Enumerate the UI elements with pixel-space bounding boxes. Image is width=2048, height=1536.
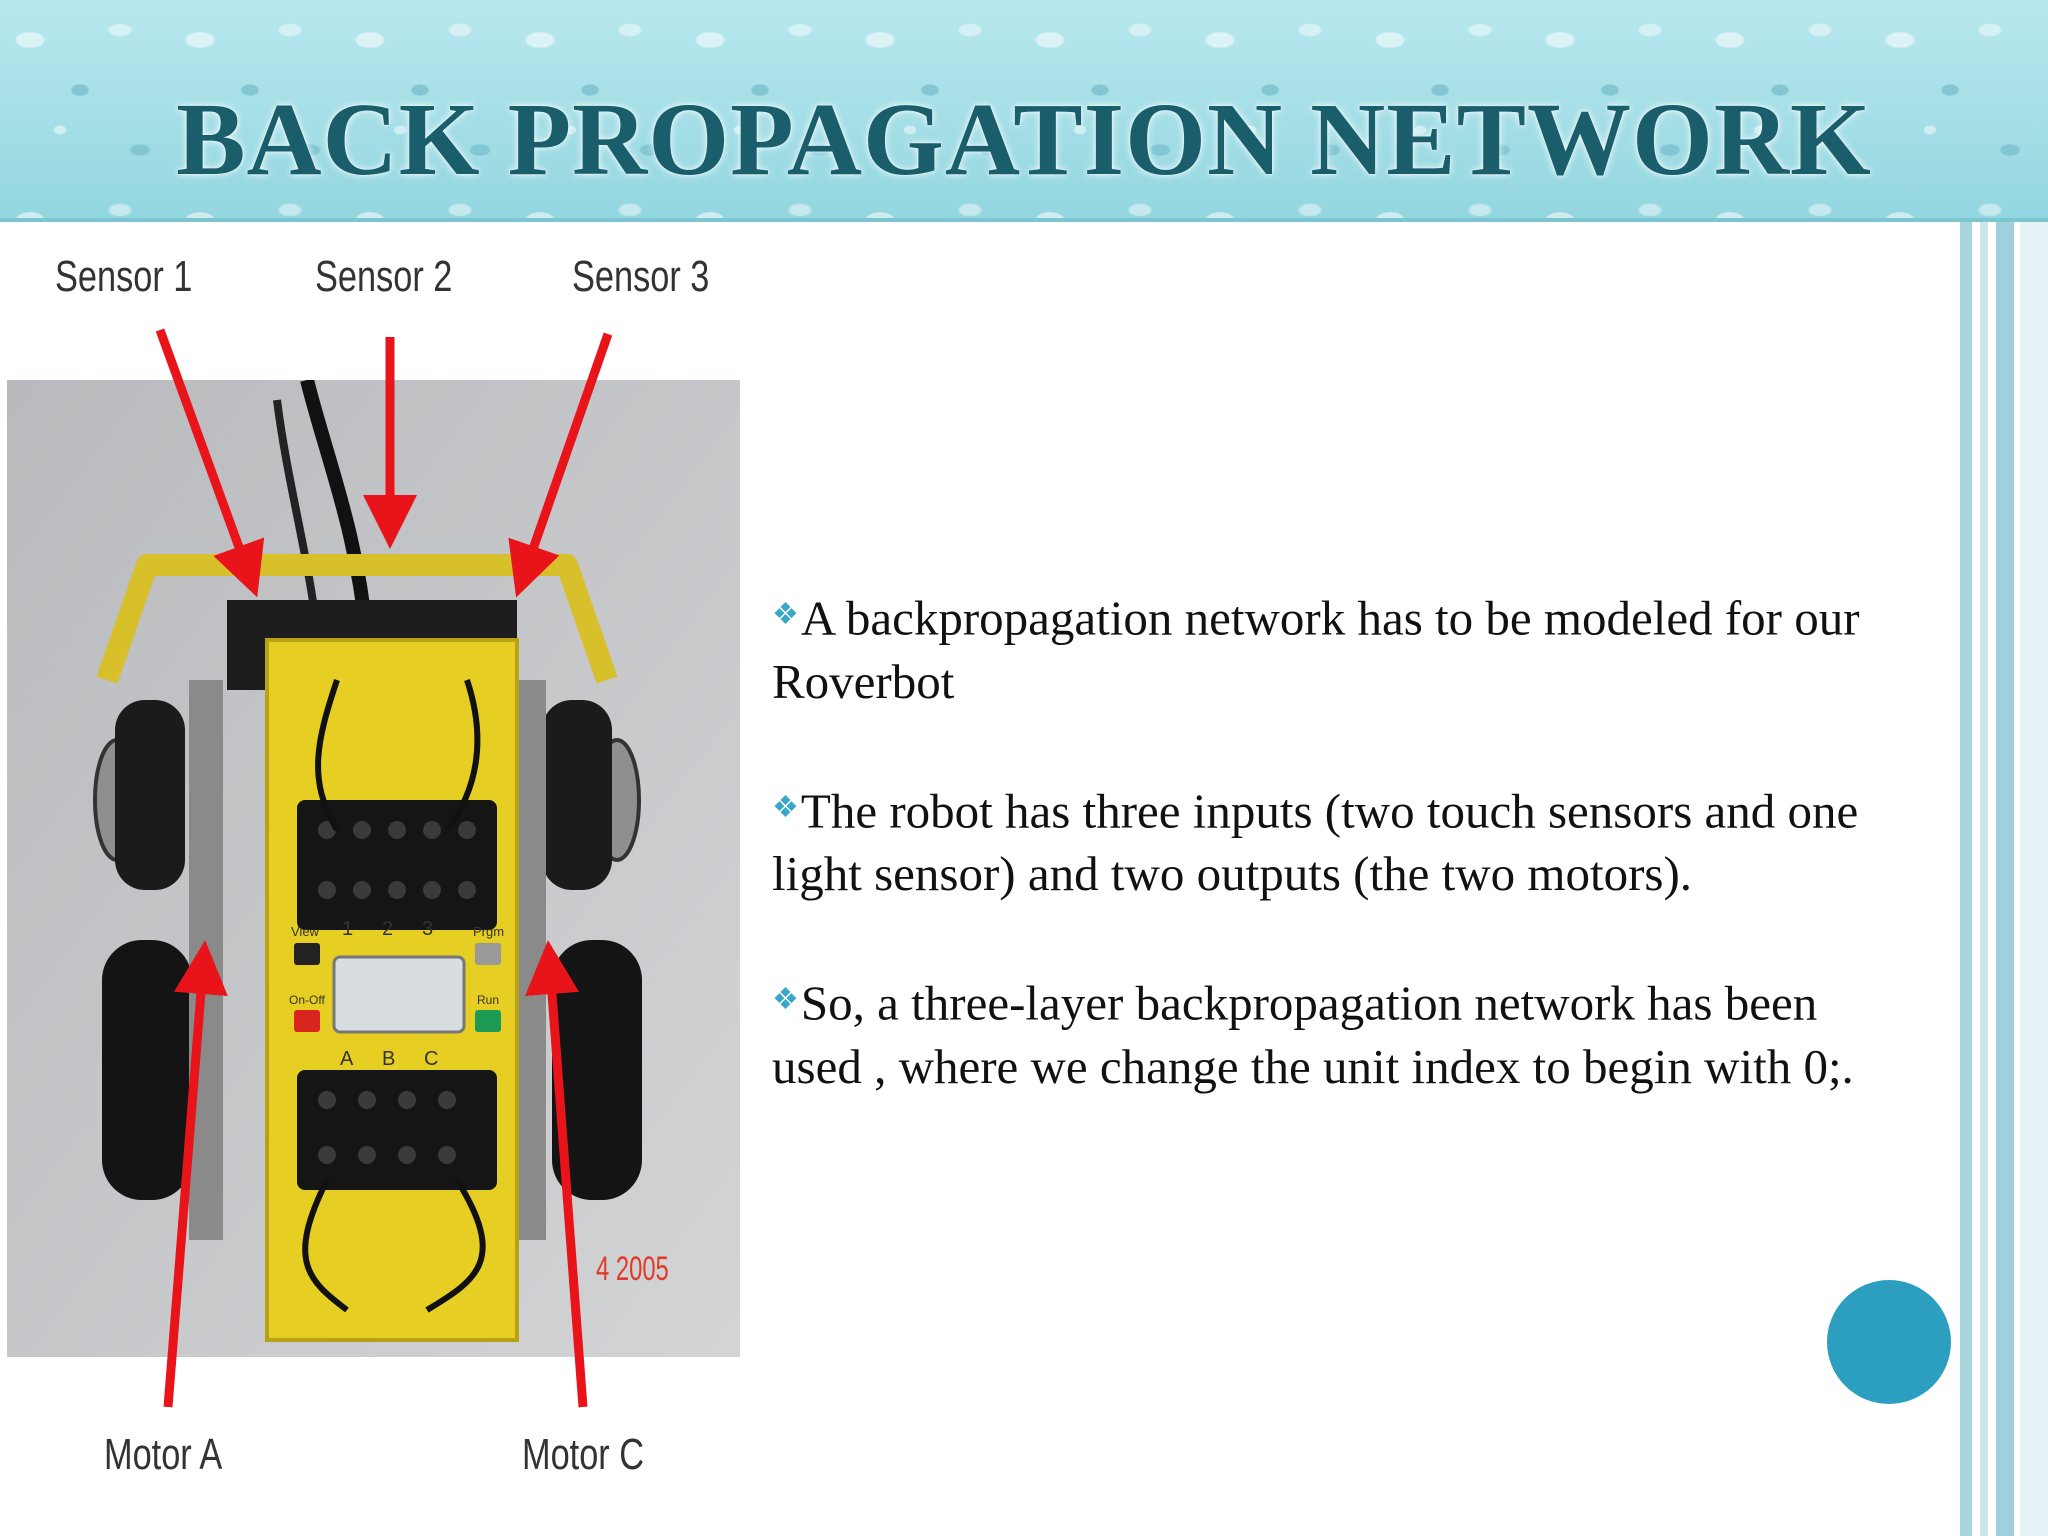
wheel bbox=[552, 940, 642, 1200]
brick-label: Prgm bbox=[473, 924, 504, 939]
wire bbox=[425, 1178, 486, 1313]
roverbot-figure: View 1 2 3 Prgm On-Off Run A B C 4 2 bbox=[0, 222, 760, 1532]
connector-studs bbox=[318, 821, 476, 899]
run-button bbox=[475, 1010, 501, 1032]
prgm-button bbox=[475, 943, 501, 965]
bumper-arm bbox=[96, 554, 618, 684]
bullet-item: ❖A backpropagation network has to be mod… bbox=[772, 583, 1902, 713]
cable bbox=[300, 380, 374, 641]
photo-date-stamp: 4 2005 bbox=[596, 1250, 669, 1288]
header-band bbox=[0, 0, 2048, 222]
brick-labels: View 1 2 3 Prgm On-Off Run A B C bbox=[289, 918, 504, 1070]
brick-label: View bbox=[291, 924, 320, 939]
connector-block-top bbox=[297, 800, 497, 930]
bullet-text: A backpropagation network has to be mode… bbox=[772, 590, 1860, 709]
arrow-sensor-3 bbox=[508, 332, 613, 598]
wire bbox=[315, 679, 340, 832]
view-button bbox=[294, 943, 320, 965]
sensor-2-label: Sensor 2 bbox=[315, 252, 453, 301]
bullet-item: ❖The robot has three inputs (two touch s… bbox=[772, 776, 1902, 906]
sensor-3-label: Sensor 3 bbox=[572, 252, 710, 301]
wheel bbox=[542, 700, 612, 890]
brick-label: C bbox=[424, 1048, 438, 1070]
wire bbox=[302, 1178, 349, 1313]
right-frame-strip bbox=[1996, 222, 2014, 1536]
arrow-motor-a bbox=[163, 940, 228, 1408]
brick-label: 3 bbox=[422, 918, 433, 940]
diamond-cluster-icon: ❖ bbox=[772, 790, 799, 824]
bullet-text: The robot has three inputs (two touch se… bbox=[772, 783, 1859, 901]
wire bbox=[444, 679, 481, 832]
brick-label: On-Off bbox=[289, 993, 325, 1007]
slide-title: BACK PROPAGATION NETWORK bbox=[176, 82, 1872, 197]
motor-a-label: Motor A bbox=[104, 1430, 223, 1479]
annotation-arrows bbox=[155, 328, 613, 1408]
connector-studs bbox=[318, 1091, 456, 1164]
bullet-list: ❖A backpropagation network has to be mod… bbox=[772, 583, 1902, 1161]
brick-label: A bbox=[340, 1048, 354, 1070]
arrow-motor-c bbox=[525, 940, 588, 1408]
brick-label: Run bbox=[477, 993, 499, 1007]
motor-c-label: Motor C bbox=[522, 1430, 645, 1479]
brick-label: B bbox=[382, 1048, 395, 1070]
right-frame-strip bbox=[1980, 222, 1988, 1536]
right-frame-strip bbox=[1960, 222, 1972, 1536]
on-off-button bbox=[294, 1010, 320, 1032]
wheel bbox=[102, 940, 192, 1200]
brick-label: 1 bbox=[342, 918, 353, 940]
diamond-cluster-icon: ❖ bbox=[772, 598, 799, 631]
wheel bbox=[115, 700, 185, 890]
diamond-cluster-icon: ❖ bbox=[772, 983, 799, 1016]
sensor-1-label: Sensor 1 bbox=[55, 252, 193, 301]
lcd-display bbox=[332, 955, 466, 1034]
arrow-sensor-1 bbox=[155, 328, 265, 598]
right-frame-strip bbox=[2020, 222, 2048, 1536]
accent-circle bbox=[1827, 1280, 1951, 1404]
bullet-item: ❖So, a three-layer backpropagation netwo… bbox=[772, 968, 1902, 1098]
brick-label: 2 bbox=[382, 918, 393, 940]
bullet-text: So, a three-layer backpropagation networ… bbox=[772, 975, 1854, 1094]
